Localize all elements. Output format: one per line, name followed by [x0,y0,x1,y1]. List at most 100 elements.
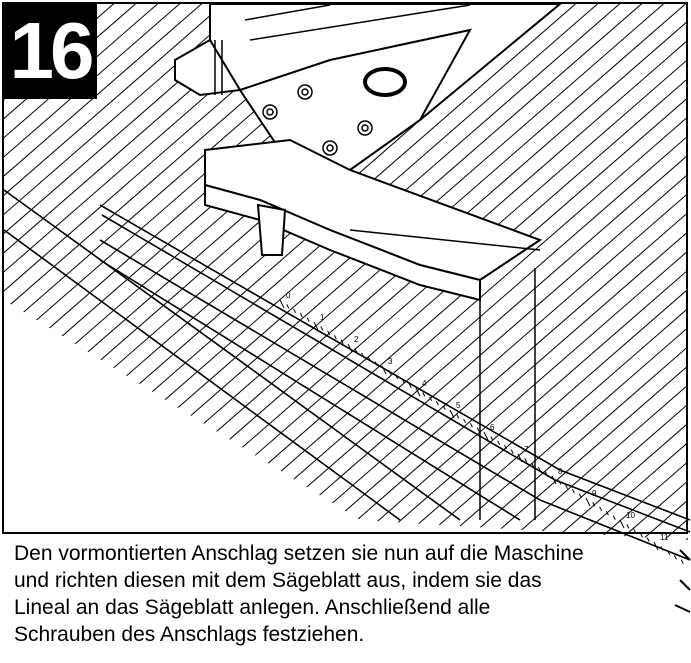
hatch-line [4,4,229,540]
ruler-minor-tick [442,405,446,410]
ruler-minor-tick [667,550,671,556]
ruler-minor-tick [612,515,616,520]
fence-details [214,4,541,520]
ruler-minor-tick [361,352,365,358]
hatch-line [4,4,273,540]
ruler-minor-tick [463,418,467,424]
ruler-minor-tick [599,506,603,512]
hatch-line [531,4,688,540]
ruler-minor-tick [286,304,290,309]
ruler-minor-tick [422,392,426,397]
ruler-minor-tick [469,422,473,428]
ruler-tick-label: 6 [490,423,495,432]
ruler-minor-tick [592,502,596,507]
ruler-minor-tick [293,308,297,314]
ruler-minor-tick [633,528,637,534]
ruler-minor-tick [456,414,460,419]
ruler-minor-tick [673,554,677,560]
ruler-minor-tick [558,480,562,485]
ruler-tick-label: 3 [388,357,393,366]
hatch-line [289,4,688,540]
hatch-line [4,4,207,540]
ruler-minor-tick [497,440,501,446]
ruler-tick [483,431,489,441]
bolts [262,84,373,156]
ruler-minor-tick [490,436,494,441]
ruler-minor-tick [340,339,344,344]
step-number-badge: 16 [3,3,97,99]
hatch-line [465,4,688,540]
ruler-minor-tick [680,559,684,564]
ruler-minor-tick [374,361,378,366]
knob-ring [363,67,407,97]
ruler-tick [347,343,353,353]
ruler-minor-tick [565,484,569,490]
ruler-minor-tick [524,458,528,463]
ruler-tick [619,519,625,529]
ruler-minor-tick [531,462,535,468]
ruler-minor-tick [306,317,310,322]
ruler-minor-tick [388,370,392,375]
ruler-tick-label: 5 [456,401,461,410]
ruler-minor-tick [395,374,399,380]
ruler-tick [381,365,387,375]
caption-line: und richten diesen mit dem Sägeblatt aus… [14,569,542,592]
ruler-tick-label: 9 [592,489,597,498]
hatch-line [553,4,688,540]
ruler-minor-tick [626,524,630,529]
hatch-line [311,4,688,540]
ruler-tick-label: 1 [320,313,325,322]
ruler-minor-tick [435,400,439,406]
ruler-tick [449,409,455,419]
hatch-line [355,4,688,540]
edge-fragment [674,549,691,613]
ruler-minor-tick [571,488,575,494]
ruler-minor-tick [639,532,643,538]
ruler-minor-tick [537,466,541,472]
fence-assembly [174,3,563,302]
ruler-minor-tick [510,449,514,454]
ruler-tick [585,497,591,507]
ruler-tick [653,541,659,551]
hatch-line [443,4,688,540]
ruler-minor-tick [646,537,650,542]
ruler-minor-tick [354,348,358,353]
ruler-tick-label: 2 [354,335,359,344]
ruler-tick [415,387,421,397]
ruler-tick-label: 7 [524,445,529,454]
hatch-line [487,4,688,540]
hatch-line [267,4,688,540]
ruler-tick [517,453,523,463]
ruler-minor-tick [503,444,507,450]
ruler-tick-label: 11 [660,533,669,542]
ruler-tick-label: 0 [286,291,291,300]
ruler-minor-tick [401,378,405,384]
caption-line: Lineal an das Sägeblatt anlegen. Anschli… [14,596,491,619]
ruler-tick [279,299,285,309]
hatch-line [333,4,688,540]
hatch-line [509,4,688,540]
ruler-minor-tick [544,471,548,476]
ruler-minor-tick [333,334,337,340]
ruler-minor-tick [476,427,480,432]
hatch-line [4,4,251,540]
ruler-minor-tick [299,312,303,318]
ruler-minor-tick [605,510,609,516]
caption-line: Den vormontierten Anschlag setzen sie nu… [14,542,584,565]
ruler-tick [551,475,557,485]
ruler-tick-label: 10 [626,511,635,520]
ruler-minor-tick [327,330,331,336]
hatch-line [377,4,688,540]
ruler-minor-tick [367,356,371,362]
table-rail [3,189,691,561]
hatch-line [619,4,688,540]
instruction-caption: Den vormontierten Anschlag setzen sie nu… [14,540,684,648]
caption-line: Schrauben des Anschlags festziehen. [14,623,365,646]
hatch-line [223,4,688,540]
ruler-minor-tick [320,326,324,331]
ruler-minor-tick [660,546,664,551]
ruler-tick-label: 8 [558,467,563,476]
